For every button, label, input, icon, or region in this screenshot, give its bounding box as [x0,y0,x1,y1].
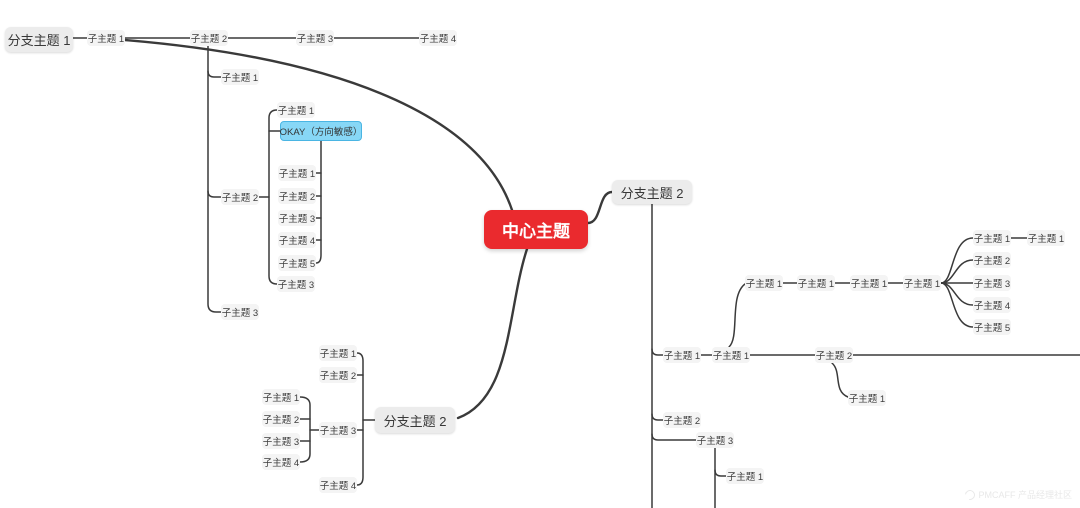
subtopic-node[interactable]: 子主题 3 [277,276,315,292]
subtopic-node[interactable]: 子主题 1 [745,275,783,291]
watermark-text: PMCAFF 产品经理社区 [978,490,1073,500]
subtopic-node[interactable]: 子主题 1 [319,345,357,361]
subtopic-node[interactable]: 子主题 1 [262,389,300,405]
subtopic-node[interactable]: 子主题 1 [726,468,764,484]
watermark-logo-icon [962,487,977,502]
subtopic-node[interactable]: 子主题 3 [278,210,316,226]
subtopic-node[interactable]: 子主题 2 [319,367,357,383]
branch-topic-2-right[interactable]: 分支主题 2 [612,180,692,204]
subtopic-node[interactable]: 子主题 1 [277,102,315,118]
subtopic-node[interactable]: 子主题 5 [973,319,1011,335]
subtopic-node[interactable]: 子主题 1 [712,347,750,363]
subtopic-node[interactable]: 子主题 2 [973,252,1011,268]
subtopic-node[interactable]: 子主题 1 [1027,230,1065,246]
subtopic-node[interactable]: 子主题 4 [262,454,300,470]
branch-topic-2-bottom[interactable]: 分支主题 2 [375,407,455,433]
subtopic-node[interactable]: 子主题 2 [663,412,701,428]
subtopic-node[interactable]: 子主题 1 [850,275,888,291]
branch-topic-1[interactable]: 分支主题 1 [5,27,73,52]
subtopic-node[interactable]: 子主题 5 [278,255,316,271]
subtopic-node[interactable]: 子主题 1 [278,165,316,181]
subtopic-node[interactable]: 子主题 4 [419,30,457,46]
subtopic-node[interactable]: 子主题 4 [278,232,316,248]
subtopic-node[interactable]: 子主题 1 [663,347,701,363]
subtopic-node[interactable]: 子主题 3 [221,304,259,320]
subtopic-node[interactable]: 子主题 3 [973,275,1011,291]
subtopic-node[interactable]: 子主题 3 [319,422,357,438]
subtopic-node[interactable]: 子主题 1 [973,230,1011,246]
subtopic-node[interactable]: 子主题 3 [262,433,300,449]
subtopic-node[interactable]: 子主题 3 [296,30,334,46]
central-topic[interactable]: 中心主题 [484,210,588,249]
subtopic-node[interactable]: 子主题 4 [319,477,357,493]
subtopic-node[interactable]: 子主题 1 [797,275,835,291]
subtopic-node[interactable]: 子主题 1 [848,390,886,406]
watermark: PMCAFF 产品经理社区 [962,487,1073,502]
okay-highlight-node[interactable]: OKAY（方向敏感） [280,121,362,141]
subtopic-node[interactable]: 子主题 1 [87,30,125,46]
subtopic-node[interactable]: 子主题 4 [973,297,1011,313]
subtopic-node[interactable]: 子主题 1 [903,275,941,291]
subtopic-node[interactable]: 子主题 1 [221,69,259,85]
subtopic-node[interactable]: 子主题 2 [190,30,228,46]
subtopic-node[interactable]: 子主题 2 [262,411,300,427]
subtopic-node[interactable]: 子主题 2 [815,347,853,363]
subtopic-node[interactable]: 子主题 2 [278,188,316,204]
subtopic-node[interactable]: 子主题 2 [221,189,259,205]
subtopic-node[interactable]: 子主题 3 [696,432,734,448]
